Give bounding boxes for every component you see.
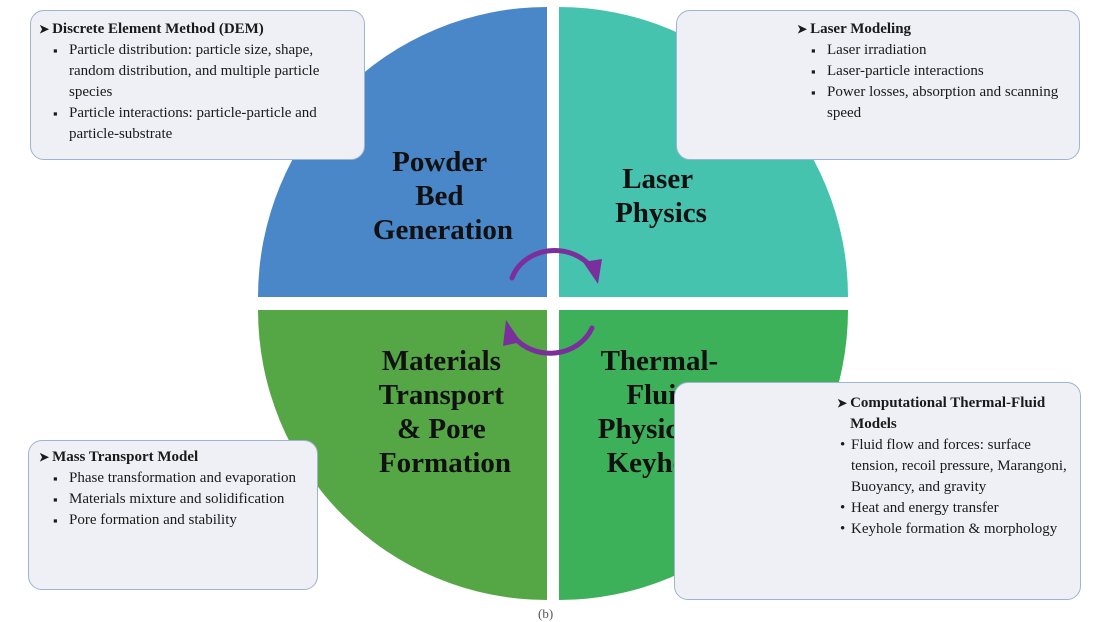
list-item: Pore formation and stability (53, 510, 309, 531)
box-heading: ➤ Discrete Element Method (DEM) (39, 19, 356, 40)
dem-info-box: ➤ Discrete Element Method (DEM) Particle… (30, 10, 365, 160)
list-item: Laser-particle interactions (811, 61, 1071, 82)
title-line: Bed (415, 180, 463, 212)
list-item: Particle interactions: particle-particle… (53, 103, 356, 145)
arrow-bullet-icon: ➤ (39, 450, 50, 464)
list-item: Power losses, absorption and scanning sp… (811, 82, 1071, 124)
title-line: Thermal- (601, 345, 719, 377)
list-item: Particle distribution: particle size, sh… (53, 40, 356, 103)
bullet-list: Phase transformation and evaporation Mat… (39, 468, 309, 531)
thermal-fluid-info-box: ➤ Computational Thermal-Fluid Models Flu… (674, 382, 1081, 600)
bullet-list: Particle distribution: particle size, sh… (39, 40, 356, 145)
bullet-list: Fluid flow and forces: surface tension, … (837, 435, 1072, 540)
list-item: Laser irradiation (811, 40, 1071, 61)
list-item: Keyhole formation & morphology (840, 519, 1072, 540)
title-line: Powder (392, 146, 487, 178)
quadrant-title-materials-transport: Materials Transport & Pore Formation (379, 345, 511, 479)
list-item: Fluid flow and forces: surface tension, … (840, 435, 1072, 498)
heading-text: Computational Thermal-Fluid Models (850, 395, 1046, 432)
heading-text: Discrete Element Method (DEM) (52, 21, 264, 37)
arrow-bullet-icon: ➤ (39, 22, 50, 36)
list-item: Phase transformation and evaporation (53, 468, 309, 489)
cycle-arrow-bottom (511, 325, 595, 356)
title-line: Generation (373, 214, 513, 246)
quadrant-materials-transport (258, 310, 547, 600)
heading-text: Mass Transport Model (52, 449, 199, 465)
quadrant-title-powder-bed: Powder Bed Generation (373, 146, 513, 246)
quadrant-powder-bed-generation (258, 7, 547, 297)
list-item: Materials mixture and solidification (53, 489, 309, 510)
cycle-arrow-top (509, 247, 595, 281)
list-item: Heat and energy transfer (840, 498, 1072, 519)
heading-text: Laser Modeling (810, 21, 912, 37)
title-line: Physics (615, 197, 707, 229)
arrow-bullet-icon: ➤ (837, 396, 848, 410)
cycle-arrow-top-head (583, 259, 602, 284)
arrow-bullet-icon: ➤ (797, 22, 808, 36)
box-heading: ➤ Laser Modeling (797, 19, 1071, 40)
cycle-arrow-bottom-head (503, 320, 521, 346)
mass-transport-info-box: ➤ Mass Transport Model Phase transformat… (28, 440, 318, 590)
laser-info-box: ➤ Laser Modeling Laser irradiation Laser… (676, 10, 1080, 160)
box-heading: ➤ Mass Transport Model (39, 447, 309, 468)
box-heading: ➤ Computational Thermal-Fluid Models (837, 393, 1072, 435)
quadrant-title-laser-physics: Laser Physics (615, 163, 707, 229)
title-line: Laser (622, 163, 693, 195)
cycle-arrows (503, 247, 602, 356)
title-line: Formation (379, 447, 511, 479)
title-line: & Pore (397, 413, 486, 445)
figure-label: (b) (538, 606, 554, 621)
title-line: Transport (379, 379, 504, 411)
title-line: Materials (382, 345, 501, 377)
bullet-list: Laser irradiation Laser-particle interac… (797, 40, 1071, 124)
